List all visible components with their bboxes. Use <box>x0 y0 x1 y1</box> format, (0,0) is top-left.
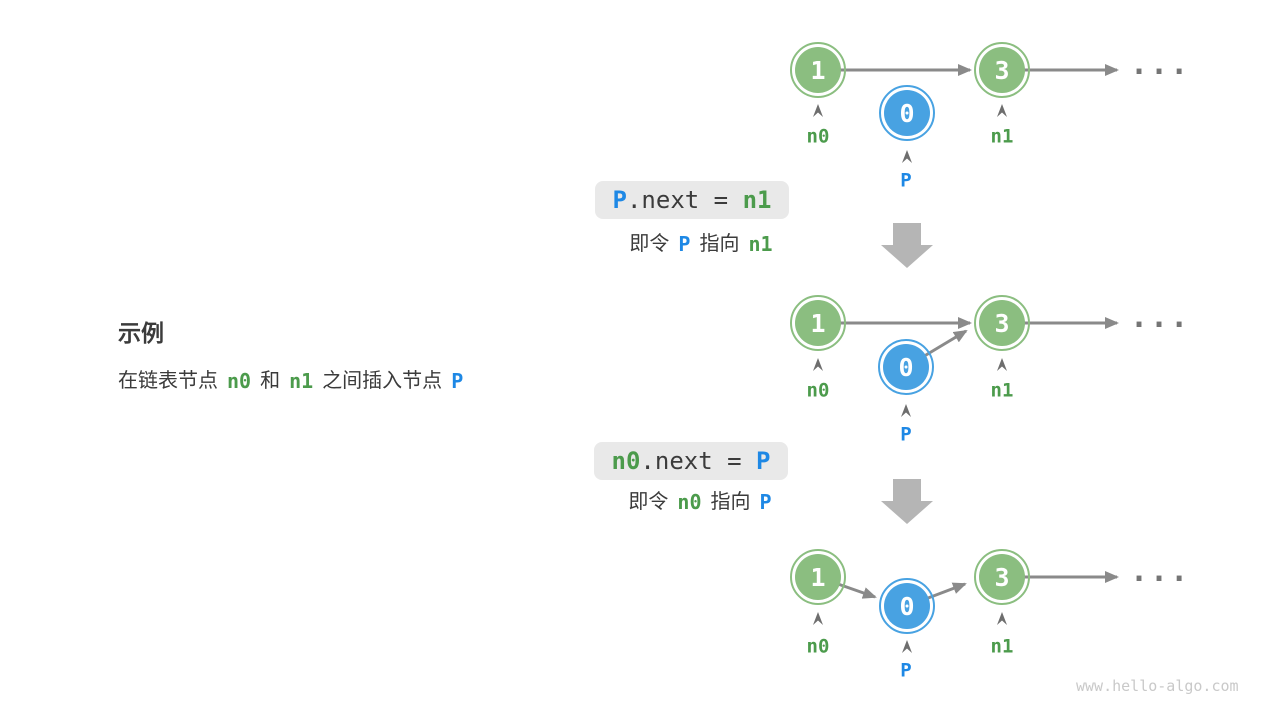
token-p: P <box>678 232 691 256</box>
node-value: 3 <box>994 562 1010 592</box>
caption-text: 即令 <box>629 233 670 255</box>
ellipsis: ... <box>1130 47 1191 82</box>
example-heading: 示例 <box>118 320 164 346</box>
node-value: 1 <box>810 308 826 338</box>
caption-text: 指向 <box>699 233 740 255</box>
up-caret-icon <box>813 104 823 117</box>
pointer-label-n0: n0 <box>806 635 830 658</box>
pointer-label-n1: n1 <box>990 125 1014 148</box>
code-rhs: n1 <box>742 186 772 214</box>
up-caret-icon <box>997 612 1007 625</box>
watermark: www.hello-algo.com <box>1076 677 1239 695</box>
node-value: 3 <box>994 55 1010 85</box>
node-value: 0 <box>899 591 915 621</box>
pointer-label-n1: n1 <box>990 379 1014 402</box>
node-value: 0 <box>898 352 914 382</box>
code-mid: .next = <box>640 447 757 475</box>
pointer-label-n1: n1 <box>990 635 1014 658</box>
up-caret-icon <box>997 358 1007 371</box>
down-block-arrow-icon <box>881 479 933 524</box>
list-node-n0: 1 <box>790 295 846 351</box>
list-node-p: 0 <box>879 578 935 634</box>
token-n1: n1 <box>748 232 773 256</box>
list-node-p: 0 <box>879 85 935 141</box>
list-node-n1: 3 <box>974 42 1030 98</box>
example-description: 在链表节点 n0 和 n1 之间插入节点 P <box>118 368 463 394</box>
up-caret-icon <box>901 404 911 417</box>
ellipsis: ... <box>1130 554 1191 589</box>
token-n1: n1 <box>289 369 314 393</box>
pointer-label-n0: n0 <box>806 125 830 148</box>
pointer-carets <box>813 104 1007 653</box>
caption-text: 指向 <box>710 491 751 513</box>
pointer-label-p: P <box>900 659 912 682</box>
token-p: P <box>759 490 772 514</box>
node-value: 3 <box>994 308 1010 338</box>
token-n0: n0 <box>677 490 702 514</box>
ellipsis: ... <box>1130 300 1191 335</box>
up-caret-icon <box>997 104 1007 117</box>
list-node-n1: 3 <box>974 295 1030 351</box>
list-node-p: 0 <box>878 339 934 395</box>
node-value: 1 <box>810 55 826 85</box>
list-node-n0: 1 <box>790 42 846 98</box>
description-text: 之间插入节点 <box>322 370 443 392</box>
code-mid: .next = <box>626 186 743 214</box>
row3-next-arrows <box>817 571 1119 608</box>
row2-next-arrows <box>818 317 1119 369</box>
code-lhs: P <box>612 186 627 214</box>
node-value: 1 <box>810 562 826 592</box>
step-transition-arrows <box>881 223 933 524</box>
description-text: 和 <box>260 370 281 392</box>
up-caret-icon <box>813 612 823 625</box>
node-value: 0 <box>899 98 915 128</box>
code-lhs: n0 <box>611 447 641 475</box>
up-caret-icon <box>902 640 912 653</box>
list-node-n0: 1 <box>790 549 846 605</box>
token-p: P <box>451 369 464 393</box>
up-caret-icon <box>902 150 912 163</box>
description-text: 在链表节点 <box>118 370 218 392</box>
down-block-arrow-icon <box>881 223 933 268</box>
code-rhs: P <box>756 447 771 475</box>
code-box-step1: P.next = n1 <box>595 181 789 219</box>
caption-step2: 即令 n0 指向 P <box>550 489 850 515</box>
token-n0: n0 <box>227 369 252 393</box>
pointer-label-p: P <box>900 423 912 446</box>
pointer-label-p: P <box>900 169 912 192</box>
caption-text: 即令 <box>628 491 669 513</box>
caption-step1: 即令 P 指向 n1 <box>551 231 851 257</box>
up-caret-icon <box>813 358 823 371</box>
list-node-n1: 3 <box>974 549 1030 605</box>
code-box-step2: n0.next = P <box>594 442 788 480</box>
pointer-label-n0: n0 <box>806 379 830 402</box>
